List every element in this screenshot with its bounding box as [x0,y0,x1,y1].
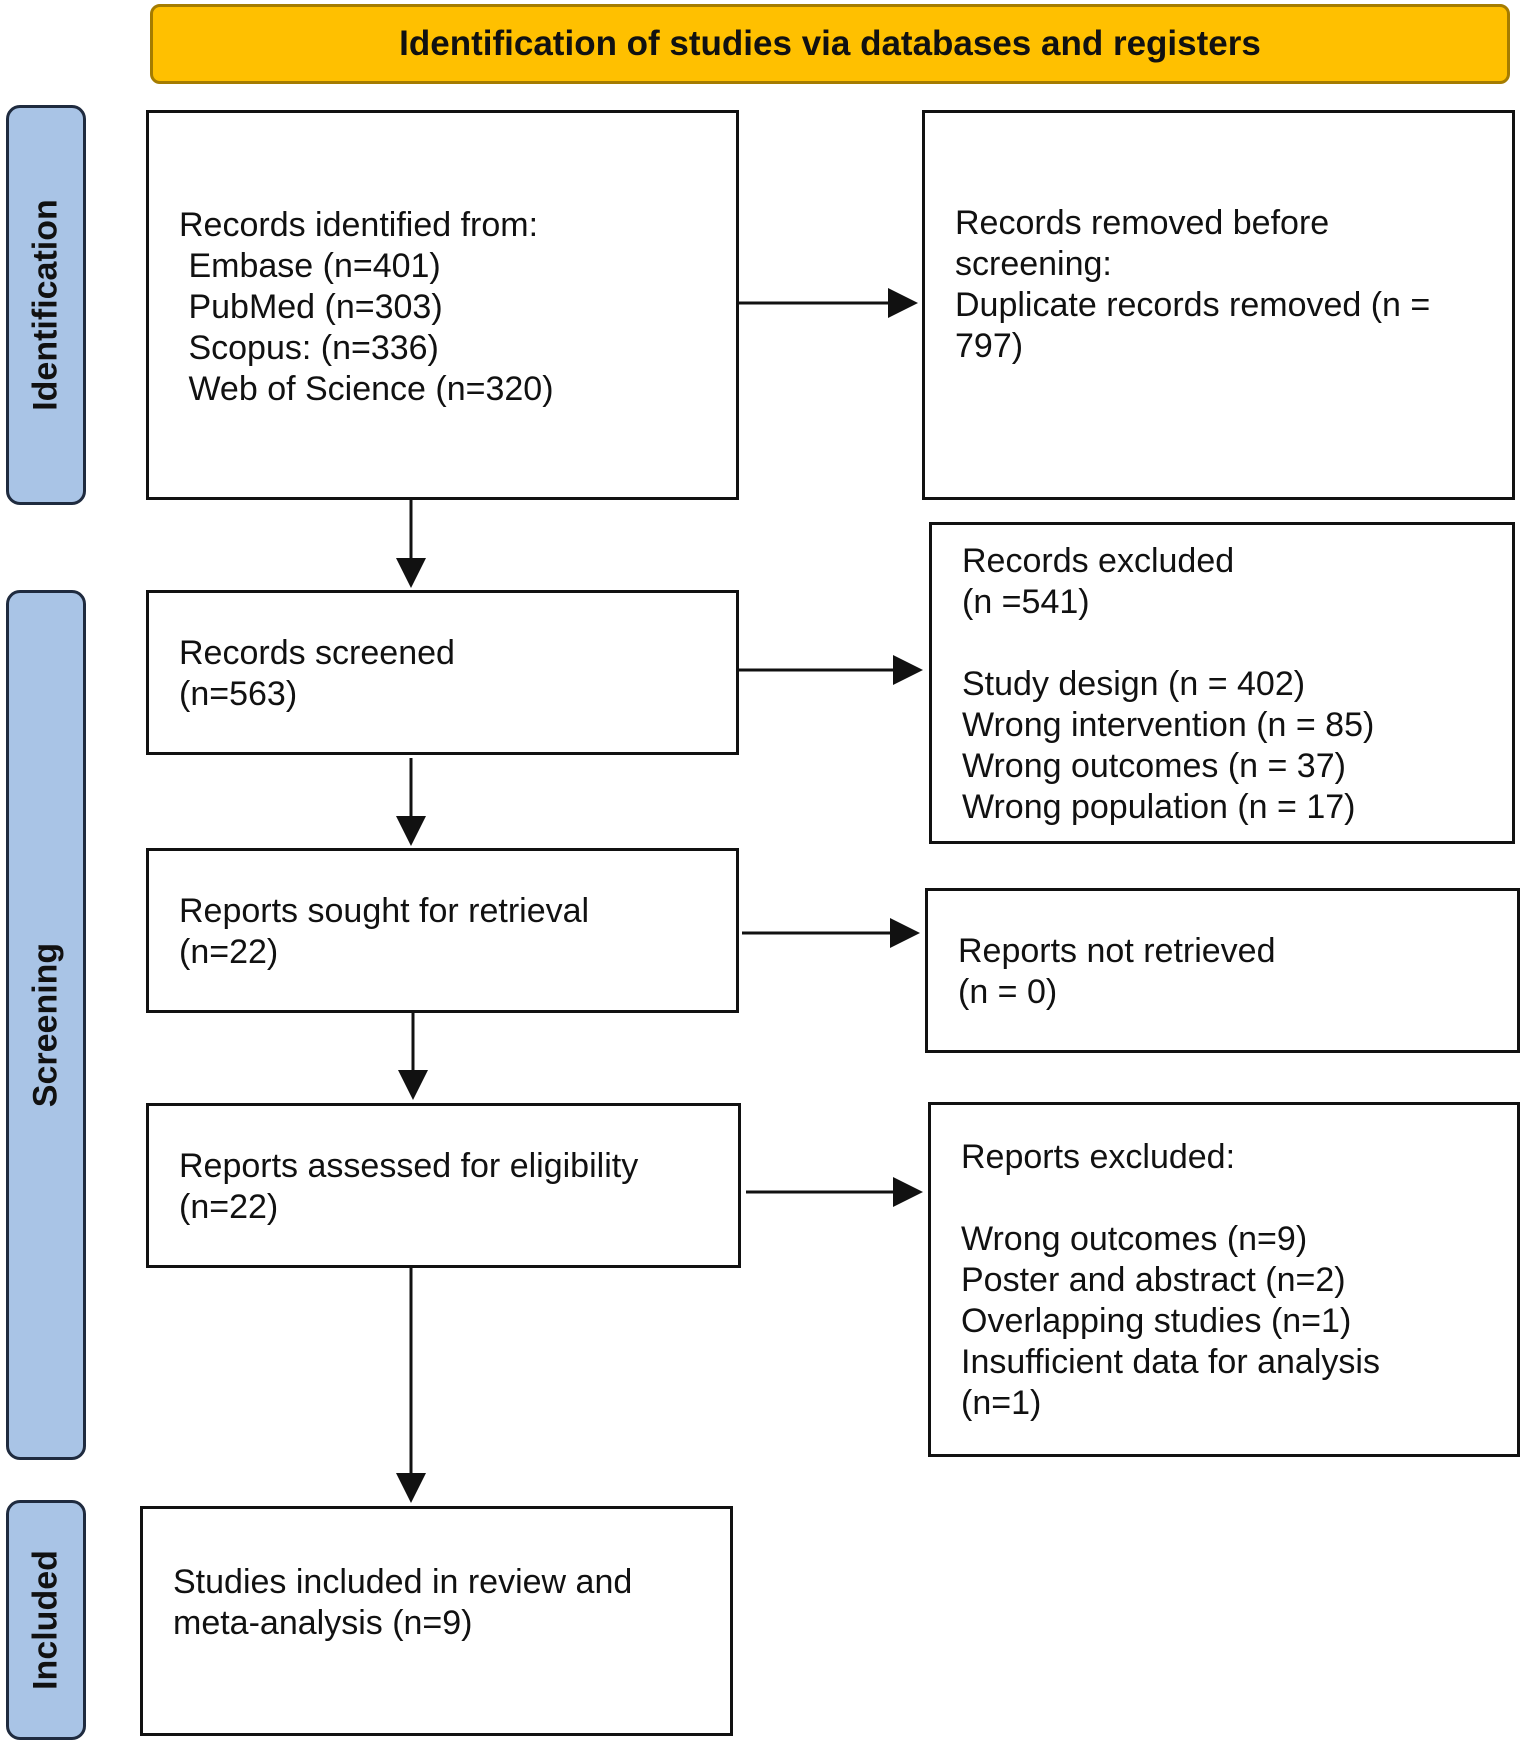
box-line: (n=1) [961,1384,1042,1422]
records-identified-box: Records identified from: Embase (n=401) … [146,110,739,500]
header-title: Identification of studies via databases … [399,24,1261,63]
box-line: Wrong population (n = 17) [962,788,1356,826]
box-line: Records identified from: [179,206,539,244]
box-line: meta-analysis (n=9) [173,1604,473,1642]
box-line: Overlapping studies (n=1) [961,1302,1352,1340]
reports-sought-box: Reports sought for retrieval (n=22) [146,848,739,1013]
records-screened-box: Records screened (n=563) [146,590,739,755]
phase-included: Included [6,1500,86,1740]
box-line: Embase (n=401) [179,247,441,285]
reports-not-retrieved-box: Reports not retrieved (n = 0) [925,888,1520,1053]
box-line: Study design (n = 402) [962,665,1306,703]
box-line: screening: [955,245,1112,283]
studies-included-box: Studies included in review and meta-anal… [140,1506,733,1736]
phase-screening: Screening [6,590,86,1460]
box-line: Wrong outcomes (n = 37) [962,747,1346,785]
box-line: Reports excluded: [961,1138,1236,1176]
phase-identification: Identification [6,105,86,505]
box-line: Scopus: (n=336) [179,329,439,367]
box-line: Wrong intervention (n = 85) [962,706,1375,744]
box-line: (n = 0) [958,973,1058,1011]
box-line: Studies included in review and [173,1563,633,1601]
box-line: Records excluded [962,542,1235,580]
box-line: (n=563) [179,675,298,713]
box-line: (n=22) [179,1188,279,1226]
reports-assessed-box: Reports assessed for eligibility (n=22) [146,1103,741,1268]
box-line: PubMed (n=303) [179,288,443,326]
box-line: 797) [955,327,1024,365]
records-removed-box: Records removed before screening: Duplic… [922,110,1515,500]
box-line: (n =541) [962,583,1090,621]
diagram-header: Identification of studies via databases … [150,4,1510,84]
box-line: (n=22) [179,933,279,971]
reports-excluded-box: Reports excluded: Wrong outcomes (n=9) P… [928,1102,1520,1457]
box-line: Records screened [179,634,455,672]
box-line: Duplicate records removed (n = [955,286,1431,324]
box-line: Records removed before [955,204,1330,242]
box-line: Web of Science (n=320) [179,370,554,408]
records-excluded-box: Records excluded (n =541) Study design (… [929,522,1515,844]
box-line: Insufficient data for analysis [961,1343,1380,1381]
box-line: Reports not retrieved [958,932,1276,970]
box-line: Wrong outcomes (n=9) [961,1220,1308,1258]
box-line: Reports sought for retrieval [179,892,590,930]
box-line: Poster and abstract (n=2) [961,1261,1346,1299]
box-line: Reports assessed for eligibility [179,1147,639,1185]
